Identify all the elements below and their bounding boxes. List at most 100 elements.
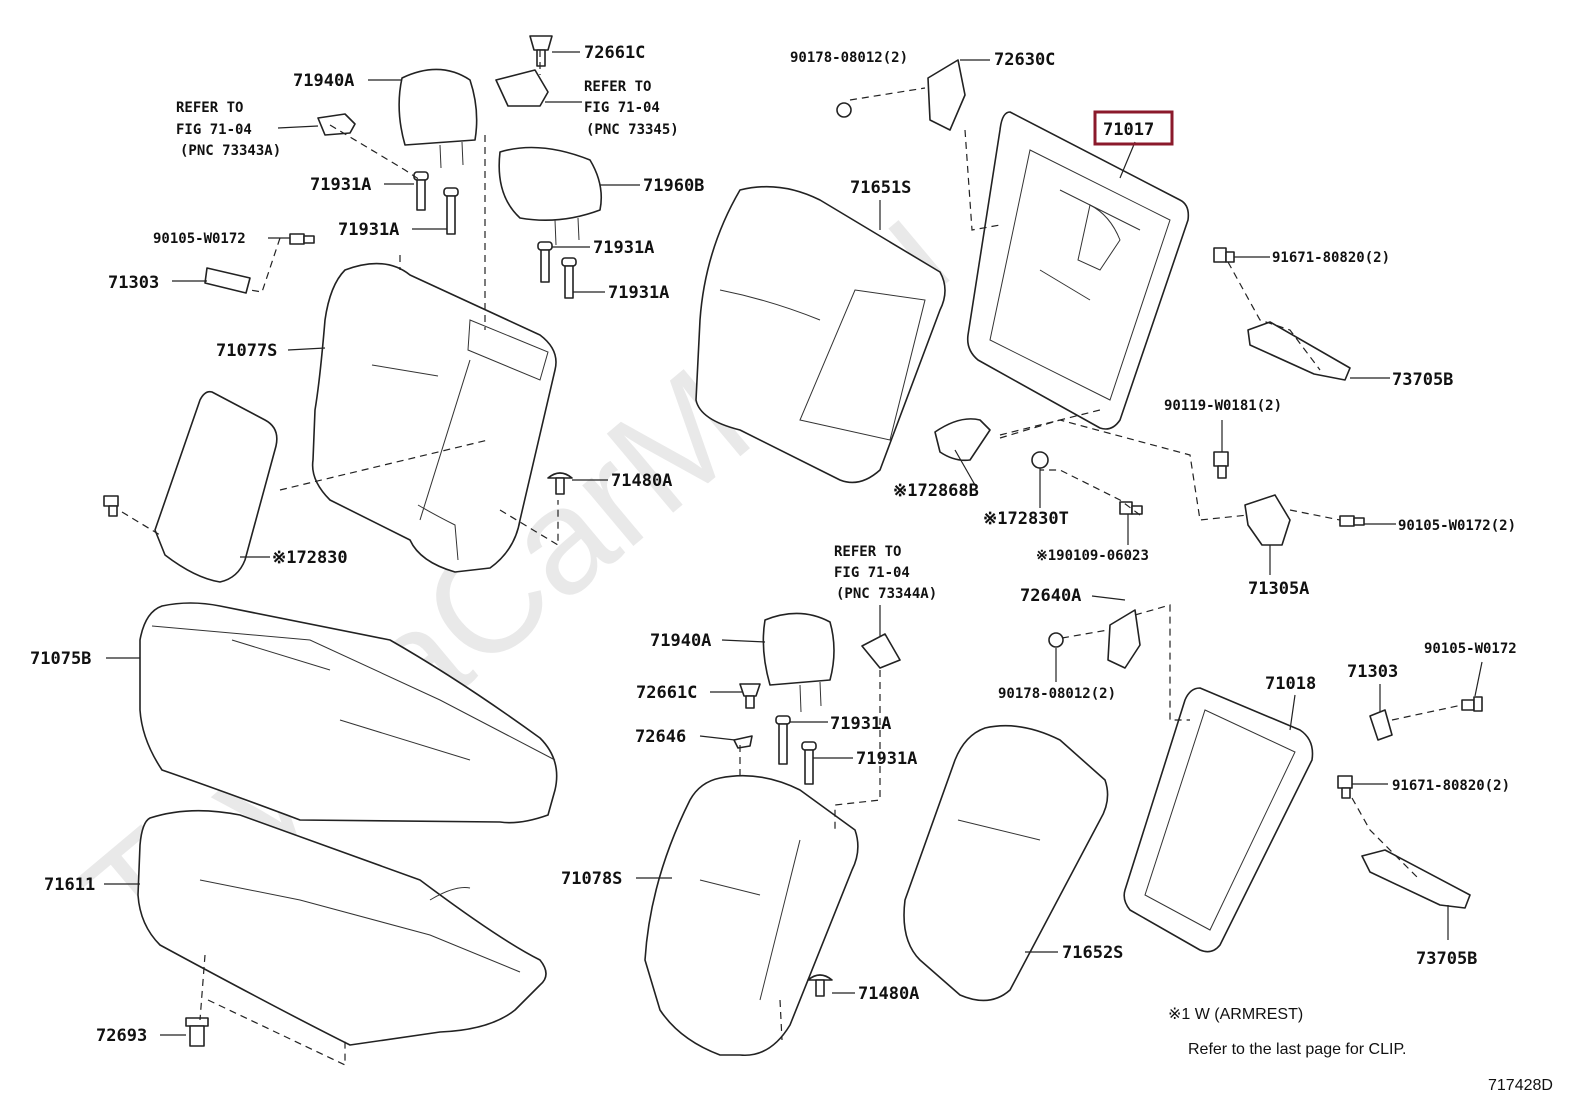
label-73705B-bottom[interactable]: 73705B — [1416, 949, 1477, 969]
label-71303-right[interactable]: 71303 — [1347, 662, 1398, 682]
label-71611[interactable]: 71611 — [44, 875, 95, 895]
label-72661C-bottom[interactable]: 72661C — [636, 683, 697, 703]
note-armrest: ※1 W (ARMREST) — [1168, 1006, 1303, 1023]
nut-90178-bottom[interactable] — [1048, 632, 1064, 648]
ref-text-2-line3: (PNC 73345) — [586, 122, 679, 138]
clip-71480A-top[interactable] — [547, 472, 573, 495]
nut-172830T[interactable] — [1031, 451, 1049, 469]
bracket-73705B-top[interactable] — [1247, 321, 1351, 381]
label-71077S[interactable]: 71077S — [216, 341, 277, 361]
clip-73345[interactable] — [495, 69, 549, 107]
screw-armrest[interactable] — [103, 495, 119, 517]
seatback-pad-71651S[interactable] — [695, 185, 946, 484]
ref-text-2-line2: FIG 71-04 — [584, 100, 660, 116]
guide-71931A-2[interactable] — [443, 187, 459, 235]
bolt-90105-right[interactable] — [1461, 696, 1483, 712]
bracket-71303-right[interactable] — [1369, 709, 1393, 741]
label-90105-W0172-mid[interactable]: 90105-W0172(2) — [1398, 518, 1516, 534]
armrest-172830[interactable] — [154, 390, 278, 583]
hinge-72640A[interactable] — [1107, 609, 1141, 669]
nut-90178-top[interactable] — [836, 102, 852, 118]
label-71078S[interactable]: 71078S — [561, 869, 622, 889]
cover-172868B[interactable] — [934, 418, 991, 462]
label-71303-left[interactable]: 71303 — [108, 273, 159, 293]
label-71931A-1[interactable]: 71931A — [310, 175, 371, 195]
label-71018[interactable]: 71018 — [1265, 674, 1316, 694]
guide-71931A-4[interactable] — [561, 257, 577, 299]
label-71931A-2[interactable]: 71931A — [338, 220, 399, 240]
label-90119[interactable]: 90119-W0181(2) — [1164, 398, 1282, 414]
label-71480A-bottom[interactable]: 71480A — [858, 984, 919, 1004]
seatback-frame-71017[interactable] — [966, 111, 1190, 430]
label-71931A-3[interactable]: 71931A — [593, 238, 654, 258]
ref-text-3-line2: FIG 71-04 — [834, 565, 910, 581]
label-71305A[interactable]: 71305A — [1248, 579, 1309, 599]
label-71075B[interactable]: 71075B — [30, 649, 91, 669]
seatback-cover-71078S[interactable] — [644, 774, 859, 1057]
bracket-73705B-bottom[interactable] — [1361, 849, 1471, 909]
label-71017[interactable]: 71017 — [1103, 120, 1154, 140]
ref-text-3-line1: REFER TO — [834, 544, 901, 560]
label-90105-W0172-right[interactable]: 90105-W0172 — [1424, 641, 1517, 657]
hinge-71305A[interactable] — [1244, 494, 1291, 546]
label-172868B[interactable]: ※172868B — [893, 481, 979, 501]
label-72630C[interactable]: 72630C — [994, 50, 1055, 70]
bolt-90119[interactable] — [1213, 451, 1229, 479]
bolt-90105-left[interactable] — [289, 233, 315, 245]
label-91671-bottom[interactable]: 91671-80820(2) — [1392, 778, 1510, 794]
note-clip: Refer to the last page for CLIP. — [1188, 1041, 1407, 1058]
bolt-91671-bottom[interactable] — [1337, 775, 1353, 799]
label-91671-top[interactable]: 91671-80820(2) — [1272, 250, 1390, 266]
highlight-box-71017 — [1093, 110, 1174, 146]
label-190109[interactable]: ※190109-06023 — [1036, 548, 1149, 564]
label-71652S[interactable]: 71652S — [1062, 943, 1123, 963]
label-172830[interactable]: ※172830 — [272, 548, 348, 568]
clip-73344A[interactable] — [861, 633, 901, 669]
label-73705B-top[interactable]: 73705B — [1392, 370, 1453, 390]
headrest-71940A-top[interactable] — [398, 68, 478, 169]
label-90178-bottom[interactable]: 90178-08012(2) — [998, 686, 1116, 702]
label-71960B[interactable]: 71960B — [643, 176, 704, 196]
seat-pad-71611[interactable] — [137, 809, 547, 1046]
bolt-90105-mid[interactable] — [1339, 515, 1365, 527]
label-71480A-top[interactable]: 71480A — [611, 471, 672, 491]
label-72640A[interactable]: 72640A — [1020, 586, 1081, 606]
bolt-91671-top[interactable] — [1213, 247, 1235, 263]
seatback-frame-71018[interactable] — [1123, 687, 1314, 953]
seatback-pad-71652S[interactable] — [903, 724, 1109, 1002]
label-72646[interactable]: 72646 — [635, 727, 686, 747]
seatback-cover-71077S[interactable] — [311, 262, 557, 573]
label-71940A-bottom[interactable]: 71940A — [650, 631, 711, 651]
guide-71931A-6[interactable] — [801, 741, 817, 785]
label-71931A-6[interactable]: 71931A — [856, 749, 917, 769]
bolt-190109[interactable] — [1119, 501, 1143, 515]
clip-72693[interactable] — [185, 1017, 209, 1047]
clip-71480A-bottom[interactable] — [807, 974, 833, 997]
seat-cushion-71075B[interactable] — [139, 602, 558, 824]
label-71940A-top[interactable]: 71940A — [293, 71, 354, 91]
figure-id: 717428D — [1488, 1077, 1553, 1094]
guide-71931A-3[interactable] — [537, 241, 553, 283]
ref-text-3-line3: (PNC 73344A) — [836, 586, 937, 602]
label-71931A-4[interactable]: 71931A — [608, 283, 669, 303]
guide-cap-72661C-top[interactable] — [529, 35, 553, 67]
guide-71931A-5[interactable] — [775, 715, 791, 765]
label-90105-W0172-left[interactable]: 90105-W0172 — [153, 231, 246, 247]
ref-text-1-line3: (PNC 73343A) — [180, 143, 281, 159]
guide-cap-72661C-bottom[interactable] — [739, 683, 761, 709]
ref-text-2-line1: REFER TO — [584, 79, 651, 95]
bracket-71303-left[interactable] — [204, 267, 251, 294]
label-172830T[interactable]: ※172830T — [983, 509, 1069, 529]
label-71651S[interactable]: 71651S — [850, 178, 911, 198]
label-72661C-top[interactable]: 72661C — [584, 43, 645, 63]
clip-73343A[interactable] — [317, 113, 356, 136]
headrest-71940A-bottom[interactable] — [762, 612, 835, 713]
label-90178-top[interactable]: 90178-08012(2) — [790, 50, 908, 66]
ref-text-1-line2: FIG 71-04 — [176, 122, 252, 138]
headrest-71960B[interactable] — [498, 146, 603, 246]
label-72693[interactable]: 72693 — [96, 1026, 147, 1046]
guide-72646[interactable] — [733, 735, 753, 749]
label-71931A-5[interactable]: 71931A — [830, 714, 891, 734]
hinge-72630C[interactable] — [927, 59, 966, 131]
